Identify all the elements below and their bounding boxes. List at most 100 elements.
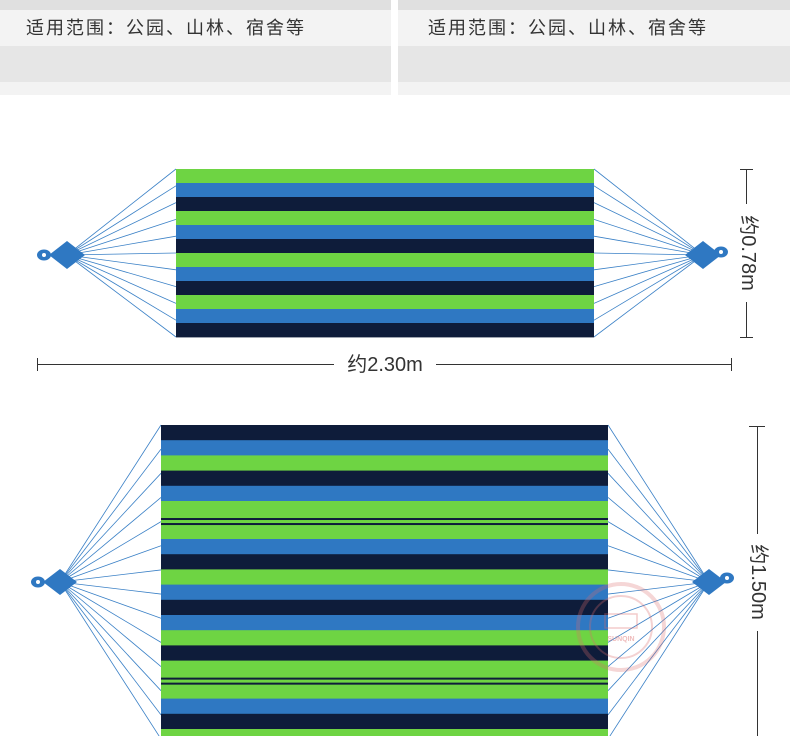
fabric-stripe bbox=[161, 554, 608, 570]
fabric-stripe bbox=[161, 539, 608, 555]
fabric-stripe bbox=[176, 281, 594, 296]
rope-line bbox=[59, 581, 162, 716]
rope-line bbox=[607, 569, 710, 583]
fabric-stripe bbox=[176, 253, 594, 268]
watermark-inner-ring bbox=[589, 595, 653, 659]
rope-line bbox=[609, 581, 710, 736]
double-width-dimension: 约1.50m bbox=[747, 426, 770, 736]
rope-line bbox=[66, 252, 177, 256]
rope-line bbox=[59, 581, 162, 595]
hammock-double-diagram bbox=[31, 424, 734, 736]
rope-line bbox=[59, 521, 162, 583]
rope-line bbox=[59, 581, 162, 691]
rope-line bbox=[59, 569, 162, 583]
watermark-logo: SUNQIN bbox=[576, 582, 666, 672]
fabric-pinstripe bbox=[161, 677, 608, 680]
watermark-text: SUNQIN bbox=[607, 636, 634, 643]
rope-line bbox=[607, 581, 710, 595]
rope-knot bbox=[692, 569, 726, 595]
fabric-stripe bbox=[161, 698, 608, 715]
rope-line bbox=[593, 219, 704, 256]
rope-line bbox=[59, 581, 162, 619]
fabric-stripe bbox=[176, 225, 594, 240]
rope-line bbox=[607, 521, 710, 583]
rope-line bbox=[66, 219, 177, 256]
hanging-ring-hole bbox=[42, 253, 46, 257]
watermark-badge bbox=[604, 613, 638, 629]
rope-line bbox=[593, 254, 704, 304]
rope-line bbox=[593, 168, 704, 256]
spec-row-usage: 适用范围：公园、山林、宿舍等 bbox=[0, 10, 391, 46]
rope-line bbox=[607, 581, 710, 667]
rope-line bbox=[607, 497, 710, 583]
rope-line bbox=[607, 424, 710, 583]
usage-text: 适用范围：公园、山林、宿舍等 bbox=[26, 18, 306, 38]
rope-line bbox=[66, 254, 177, 304]
rope-line bbox=[59, 581, 162, 667]
fabric-stripe bbox=[161, 440, 608, 456]
rope-line bbox=[59, 424, 162, 583]
rope-line bbox=[66, 202, 177, 256]
fabric-stripe bbox=[161, 599, 608, 616]
single-width-label: 约0.78m bbox=[737, 215, 760, 291]
fabric-stripe bbox=[176, 239, 594, 254]
rope-knot bbox=[685, 241, 721, 269]
rope-line bbox=[593, 252, 704, 256]
spec-panel-left: 适用范围：公园、山林、宿舍等 bbox=[0, 0, 391, 95]
rope-line bbox=[59, 473, 162, 583]
fabric-pinstripe bbox=[161, 523, 608, 526]
rope-line bbox=[607, 448, 710, 583]
spec-row-cropped bbox=[0, 0, 391, 10]
fabric-stripe bbox=[176, 197, 594, 212]
rope-knot bbox=[49, 241, 85, 269]
rope-line bbox=[607, 581, 710, 691]
rope-line bbox=[59, 448, 162, 583]
fabric-stripe bbox=[161, 645, 608, 661]
usage-text: 适用范围：公园、山林、宿舍等 bbox=[428, 18, 708, 38]
rope-line bbox=[59, 581, 160, 736]
spec-row-empty bbox=[398, 46, 790, 82]
rope-line bbox=[607, 581, 710, 716]
rope-line bbox=[607, 473, 710, 583]
watermark-outer-ring bbox=[576, 582, 666, 672]
fabric-stripe bbox=[176, 183, 594, 198]
fabric-pinstripe bbox=[161, 682, 608, 685]
hanging-ring-hole bbox=[36, 580, 40, 584]
rope-knot bbox=[43, 569, 77, 595]
single-width-dimension: 约0.78m bbox=[737, 169, 760, 338]
length-label: 约2.30m bbox=[347, 353, 423, 376]
rope-line bbox=[66, 185, 177, 256]
fabric-stripe bbox=[161, 615, 608, 631]
fabric-stripe bbox=[161, 660, 608, 699]
rope-line bbox=[607, 581, 710, 619]
rope-line bbox=[59, 545, 162, 583]
hammock-single-diagram bbox=[37, 168, 728, 338]
rope-line bbox=[607, 545, 710, 583]
rope-line bbox=[66, 254, 177, 338]
rope-line bbox=[593, 185, 704, 256]
rope-line bbox=[593, 254, 704, 271]
fabric-stripe bbox=[176, 323, 594, 338]
fabric-stripe bbox=[161, 425, 608, 441]
hanging-ring-hole bbox=[725, 576, 729, 580]
spec-row-empty bbox=[0, 82, 391, 95]
fabric-stripe bbox=[176, 169, 594, 184]
fabric-stripe bbox=[161, 569, 608, 585]
rope-line bbox=[593, 202, 704, 256]
rope-line bbox=[66, 168, 177, 256]
rope-line bbox=[593, 235, 704, 256]
fabric-stripe bbox=[161, 713, 608, 730]
rope-line bbox=[59, 497, 162, 583]
spec-row-cropped bbox=[398, 0, 790, 10]
spec-row-empty bbox=[398, 82, 790, 95]
rope-line bbox=[593, 254, 704, 321]
spec-row-usage: 适用范围：公园、山林、宿舍等 bbox=[398, 10, 790, 46]
fabric-stripe bbox=[161, 455, 608, 471]
fabric-stripe bbox=[176, 309, 594, 324]
spec-row-empty bbox=[0, 46, 391, 82]
rope-line bbox=[66, 254, 177, 271]
rope-line bbox=[593, 254, 704, 287]
rope-line bbox=[59, 581, 162, 643]
fabric-stripe bbox=[161, 584, 608, 601]
